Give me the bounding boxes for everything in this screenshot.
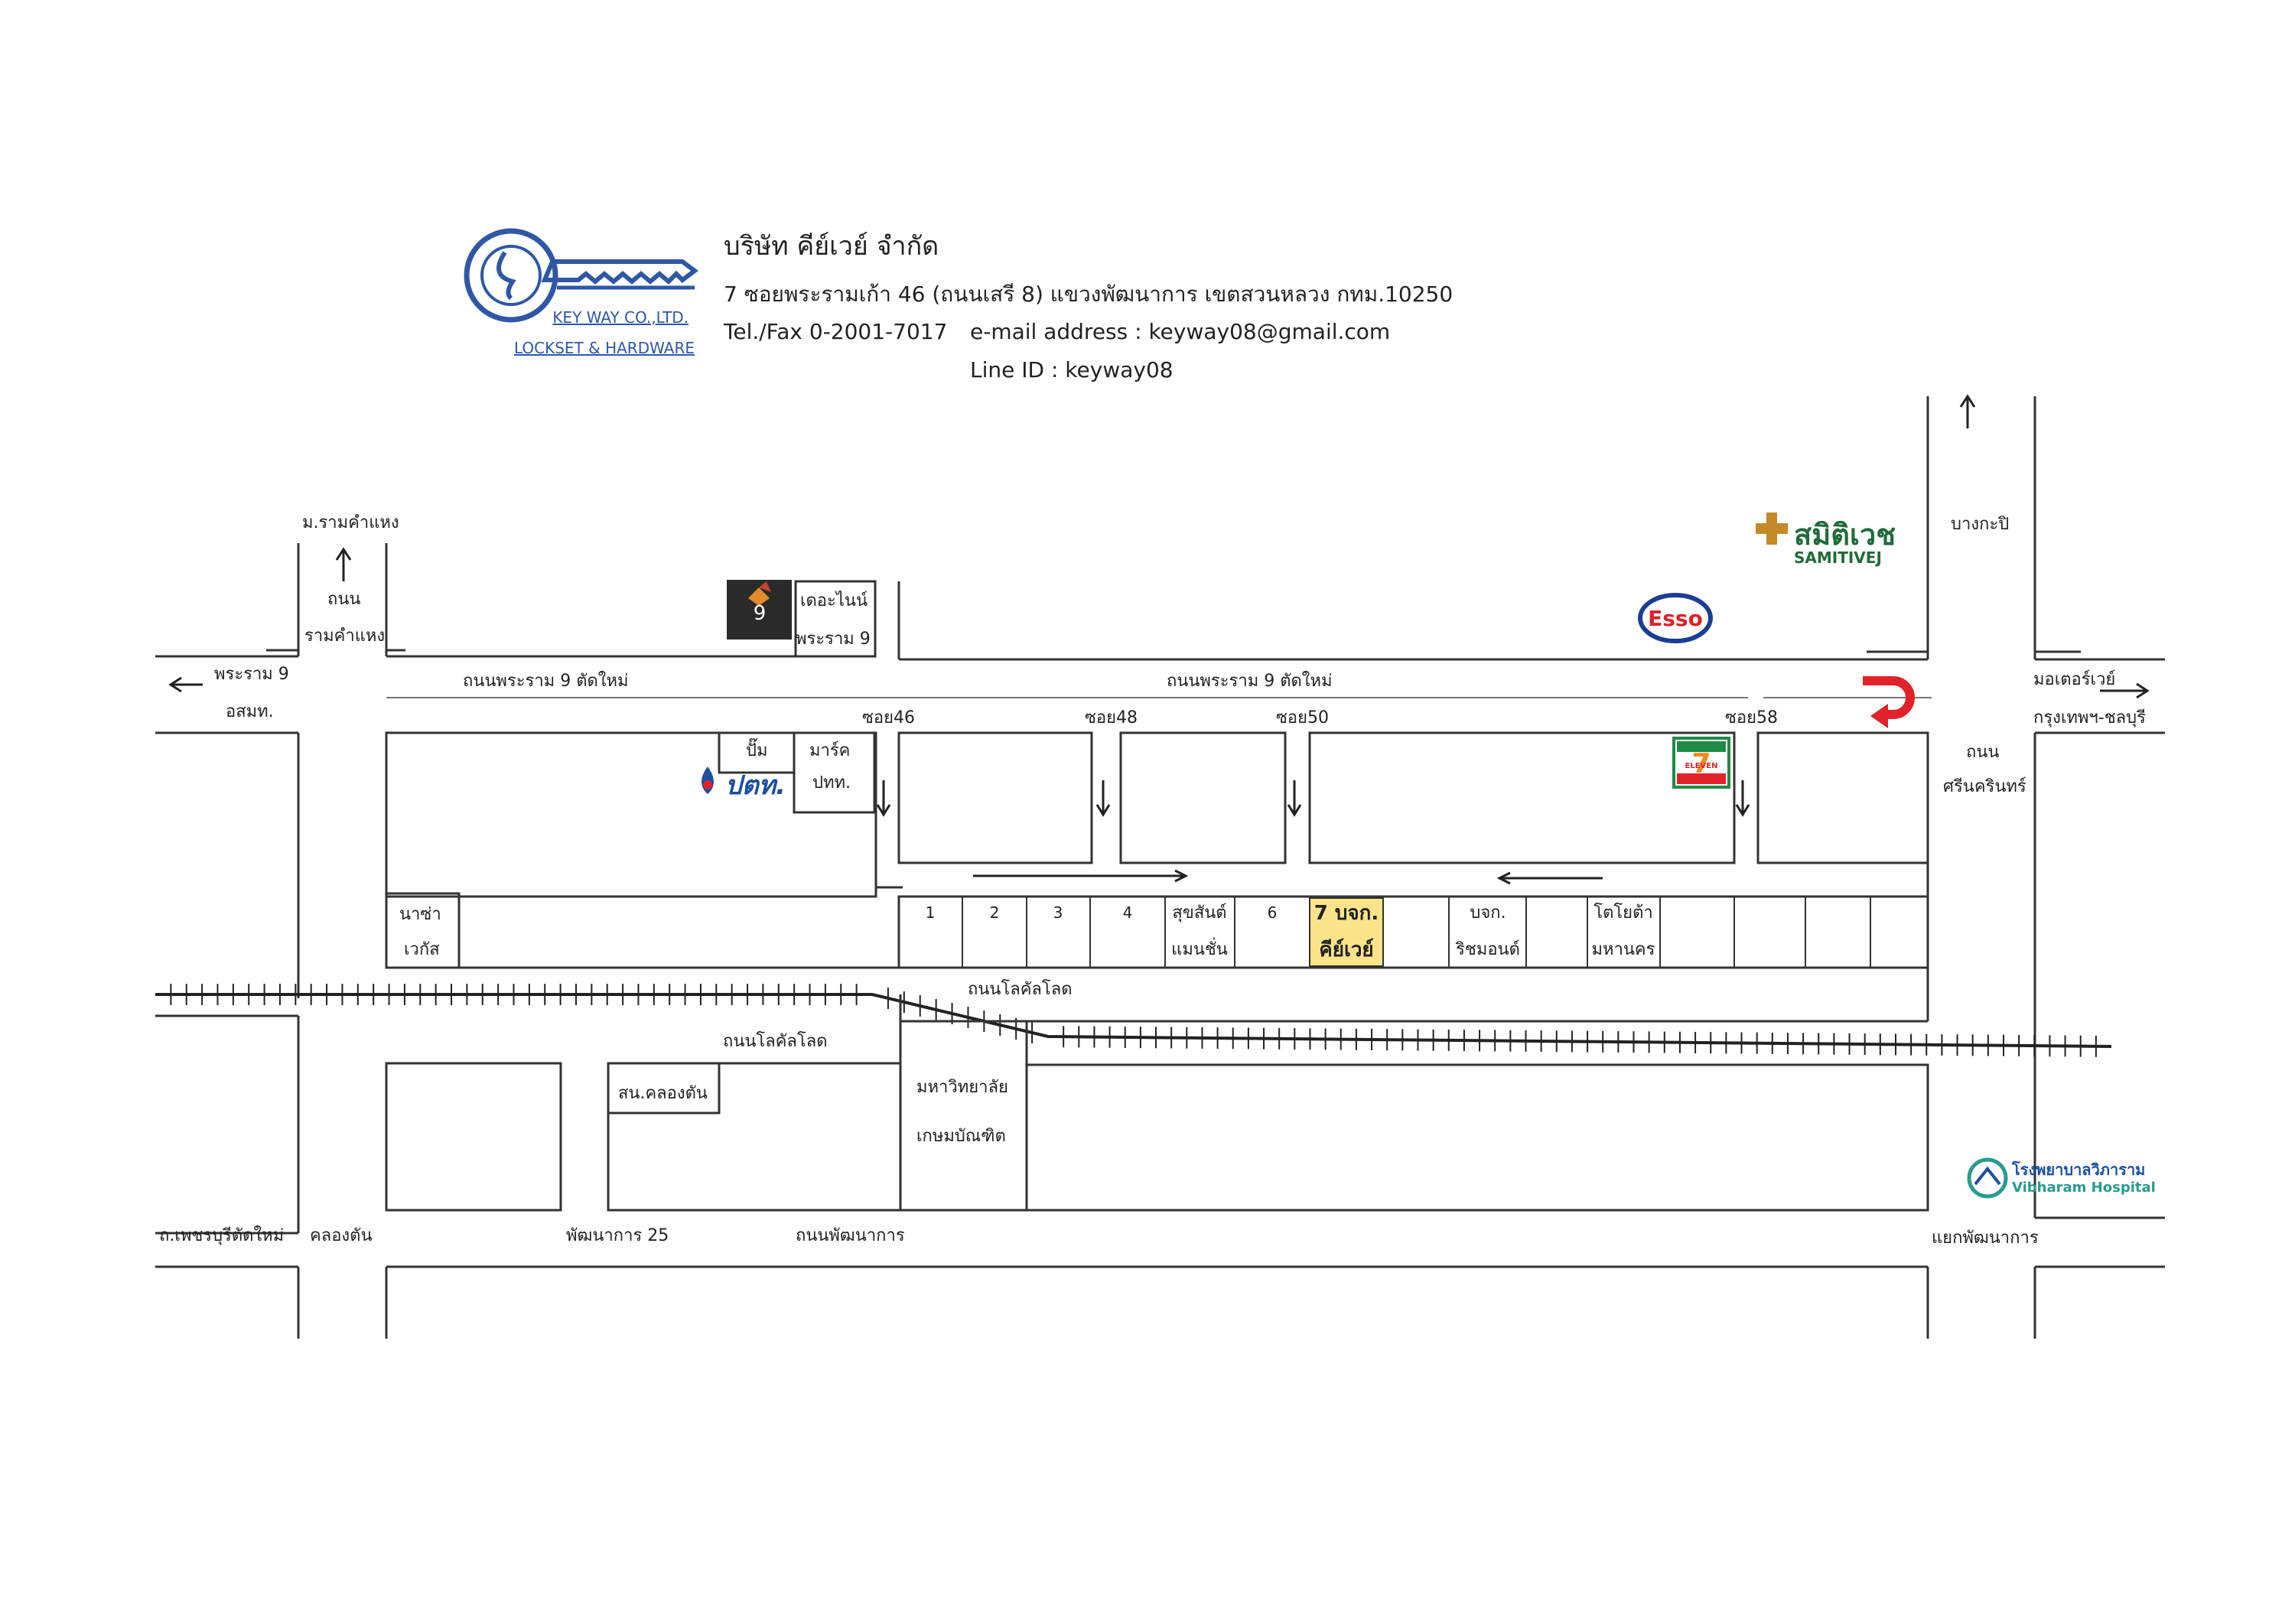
seven-eleven-icon: 7 ELEVEN [1672,737,1730,789]
shop-suksan-2: แมนชั่น [1171,937,1228,959]
label-local-road-north: ถนนโลคัลโลด [968,979,1072,999]
company-line-id: Line ID : keyway08 [970,357,1174,382]
the-nine-logo-text: 9 [754,602,767,625]
label-mart-1: มาร์ค [809,741,850,760]
label-phatthanakan-25: พัฒนาการ 25 [566,1226,669,1245]
samitivej-name-th: สมิติเวช [1794,518,1896,552]
label-ramkhamhaeng-road-2: รามคำแหง [304,626,385,646]
seven-eleven-text: ELEVEN [1685,762,1718,770]
mart-block [793,731,876,814]
block-soi50-58 [1308,731,1736,864]
label-soi48: ซอย48 [1085,708,1138,727]
label-khlongtan-office: สน.คลองตัน [618,1084,708,1103]
label-ramkhamhaeng-uni: ม.รามคำแหง [302,513,399,532]
block-south-1 [385,1062,562,1212]
u-turn-icon [1863,676,1915,728]
logo-company-name: KEY WAY CO.,LTD. [552,308,688,327]
shop-toyota-1: โตโยต้า [1593,903,1652,923]
block-south-large [1025,1063,1929,1212]
company-address: 7 ซอยพระรามเก้า 46 (ถนนเสรี 8) แขวงพัฒนา… [724,282,1453,307]
shop-richmond-1: บจก. [1470,903,1506,923]
company-telfax: Tel./Fax 0-2001-7017 [723,319,947,344]
khlongtan-office-box [607,1062,721,1115]
label-the-nine-2: พระราม 9 [796,630,871,649]
vibharam-name-en: Vibharam Hospital [2012,1180,2156,1196]
shop-suksan-1: สุขสันต์ [1172,903,1226,923]
block-soi58 [1756,731,1929,864]
label-local-road-south: ถนนโลคัลโลด [723,1031,827,1051]
kasem-university-block [899,1020,1028,1212]
shop-2: 2 [990,903,1000,922]
direction-arrows [168,394,2150,885]
label-phatthanakan-road: ถนนพัฒนาการ [796,1226,905,1245]
label-soi58: ซอย58 [1725,708,1778,727]
company-name: บริษัท คีย์เวย์ จำกัด [724,231,939,262]
label-bangkapi: บางกะปิ [1951,515,2009,534]
label-the-nine-1: เดอะไนน์ [800,591,868,610]
seven-eleven-number: 7 [1691,748,1711,779]
label-pump: ปั๊ม [746,737,767,760]
esso-logo-text: Esso [1648,606,1703,631]
label-soi46: ซอย46 [862,708,915,727]
keyway-shop-label-1: 7 บจก. [1314,902,1379,925]
samitivej-name-en: SAMITIVEJ [1794,548,1882,567]
samitivej-hospital-icon: สมิติเวช SAMITIVEJ [1756,513,1896,567]
label-khlongtan: คลองตัน [310,1226,372,1245]
label-phatthanakan-junction: แยกพัฒนาการ [1932,1229,2039,1248]
label-rama9-road-right: ถนนพระราม 9 ตัดใหม่ [1167,671,1333,691]
the-nine-block [794,580,877,658]
shop-richmond-2: ริชมอนด์ [1455,940,1520,959]
label-rama9-west: พระราม 9 [214,665,289,684]
keyway-shop-highlight[interactable] [1309,897,1384,967]
esso-logo-icon: Esso [1638,593,1713,643]
shop-4: 4 [1123,903,1133,922]
block-soi48-50 [1119,731,1287,864]
label-motorway-bangkok-chonburi: กรุงเทพฯ-ชลบุรี [2033,708,2146,727]
label-kasem-university-1: มหาวิทยาลัย [916,1078,1008,1097]
label-mart-2: ปทท. [812,773,851,792]
label-mcot: อสมท. [226,702,274,721]
keyway-shop-label-2: คีย์เวย์ [1319,938,1373,962]
shop-toyota-2: มหานคร [1592,940,1655,959]
block-nasa-vegas [385,731,877,898]
label-soi50: ซอย50 [1276,708,1329,727]
nasha-block [385,892,461,969]
ptt-logo-text: ปตท. [725,770,786,801]
label-phetchaburi-road: ถ.เพชรบุรีตัดใหม่ [159,1225,284,1245]
ptt-logo-icon: ปตท. [702,766,786,801]
label-nasha-1: นาซ่า [399,905,441,924]
label-srinakarin-road-1: ถนน [1966,743,1999,762]
shop-6: 6 [1268,903,1278,922]
company-logo [464,228,698,323]
label-nasha-2: เวกัส [404,940,440,959]
label-motorway: มอเตอร์เวย์ [2033,670,2115,689]
company-email[interactable]: e-mail address : keyway08@gmail.com [970,319,1390,344]
shop-1: 1 [926,903,936,922]
shop-3: 3 [1053,903,1063,922]
the-nine-logo: 9 [727,580,792,640]
vibharam-hospital-icon: โรงพยาบาลวิภาราม Vibharam Hospital [1967,1157,2156,1199]
logo-tagline: LOCKSET & HARDWARE [514,339,695,357]
label-kasem-university-2: เกษมบัณฑิต [916,1127,1006,1146]
label-rama9-road-left: ถนนพระราม 9 ตัดใหม่ [463,671,629,691]
label-ramkhamhaeng-road-1: ถนน [327,590,360,609]
block-soi46-48 [897,731,1093,864]
vibharam-name-th: โรงพยาบาลวิภาราม [2011,1160,2145,1179]
label-srinakarin-road-2: ศรีนครินทร์ [1943,777,2026,796]
